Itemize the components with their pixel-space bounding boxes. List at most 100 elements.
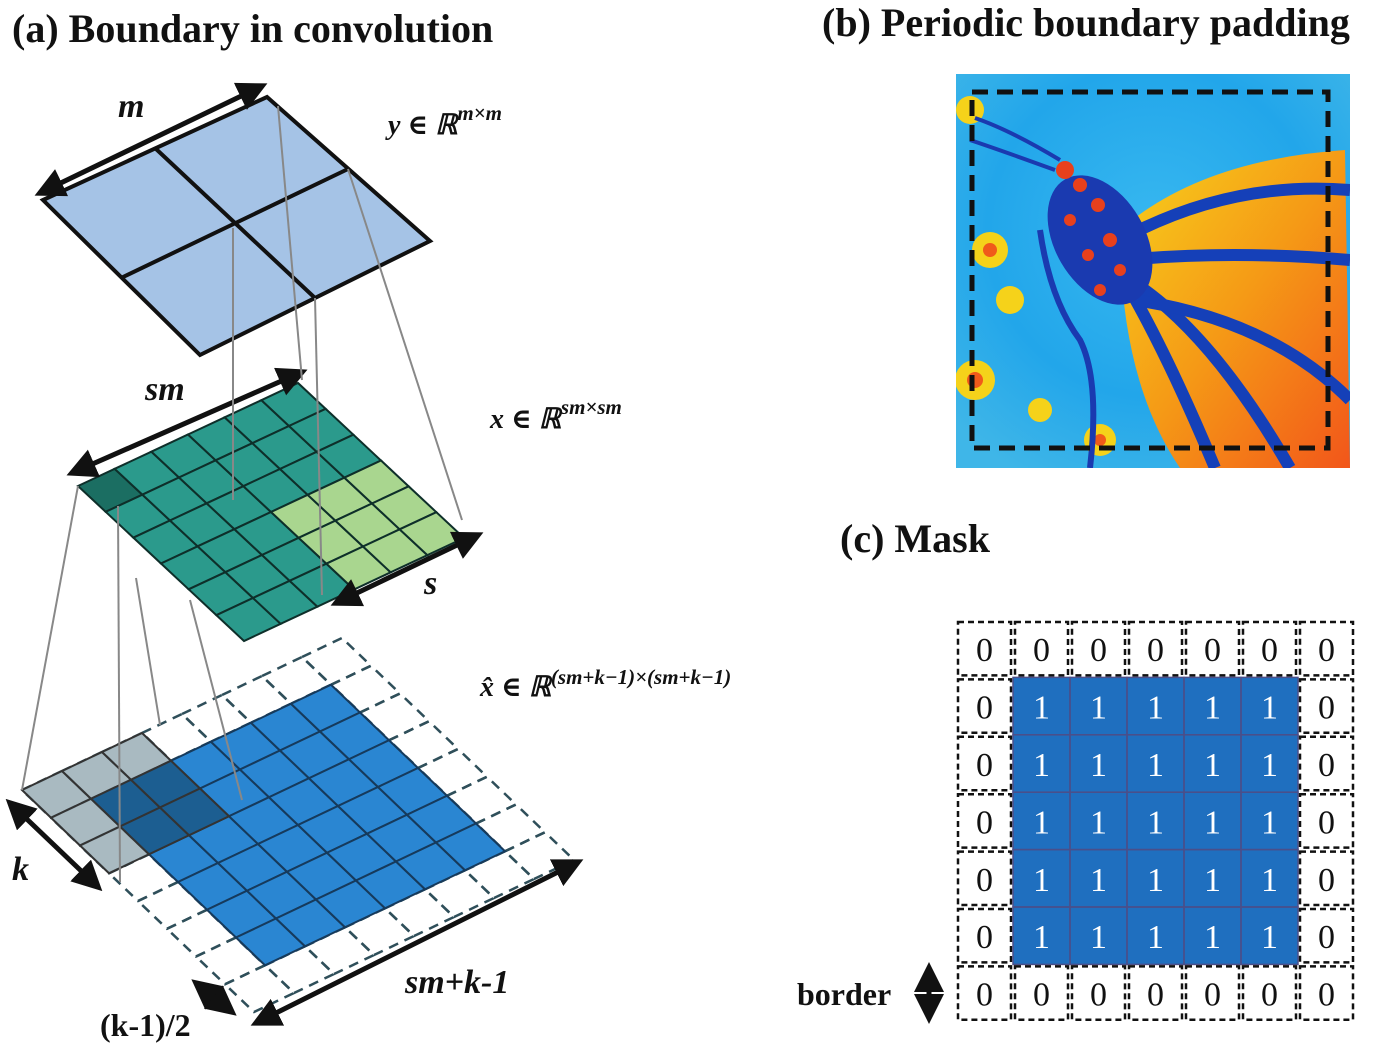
- flower-center: [1094, 434, 1106, 446]
- eq-xhat: x̂ ∈ ℝ(sm+k−1)×(sm+k−1): [479, 665, 731, 703]
- wing-vein: [1117, 182, 1350, 246]
- mask-value: 1: [1261, 804, 1278, 841]
- label-k: k: [12, 851, 29, 888]
- xhat-pad-cell: [135, 880, 210, 931]
- label-m: m: [118, 88, 144, 125]
- mask-value: 0: [1147, 632, 1164, 669]
- mask-value: 1: [1090, 862, 1107, 899]
- mask-value: 0: [1318, 862, 1335, 899]
- smk1-arrow: [250, 859, 584, 1026]
- mask-value: 0: [1318, 804, 1335, 841]
- mask-zero-cell: [956, 965, 1013, 1022]
- body-spot: [1114, 264, 1126, 276]
- mask-value: 0: [1204, 977, 1221, 1014]
- mask-value: 1: [1090, 690, 1107, 727]
- projection-lines-x-xhat: [21, 485, 243, 883]
- mask-value: 0: [976, 747, 993, 784]
- mask-value: 0: [976, 632, 993, 669]
- mask-value: 1: [1204, 804, 1221, 841]
- wing-veins: [1117, 182, 1350, 468]
- projection-lines-y-x: [232, 105, 463, 596]
- periodic-boundary-box: [969, 89, 1331, 451]
- mask-zero-cell: [1298, 965, 1355, 1022]
- body-spot: [1091, 198, 1105, 212]
- body-spot: [1056, 161, 1074, 179]
- mask-value: 0: [1318, 919, 1335, 956]
- butterfly-body: [1047, 175, 1153, 305]
- sm-arrow: [66, 367, 308, 478]
- body-spot: [1082, 249, 1094, 261]
- mask-value: 1: [1033, 804, 1050, 841]
- mask-value: 1: [1033, 690, 1050, 727]
- mask-value: 1: [1033, 747, 1050, 784]
- xhat-pad-cell: [222, 963, 297, 1014]
- xhat-pad-cell: [193, 936, 268, 986]
- mask-value: 1: [1033, 862, 1050, 899]
- xhat-pad-cell: [106, 852, 181, 903]
- mask-zero-cell: [1298, 735, 1355, 792]
- mask-zero-cell: [1070, 620, 1127, 677]
- mask-zero-cell: [1184, 965, 1241, 1022]
- body-spot: [1073, 178, 1087, 192]
- mask-zero-cell: [1184, 620, 1241, 677]
- mask-zero-cell: [956, 907, 1013, 964]
- mask-zero-cell: [956, 850, 1013, 907]
- wing-vein: [1124, 249, 1350, 266]
- mask-value: 0: [1318, 690, 1335, 727]
- eq-x-sup: sm×sm: [560, 395, 622, 419]
- mask-value: 1: [1261, 919, 1278, 956]
- body-spot: [1064, 214, 1076, 226]
- mask-zero-cell: [1298, 850, 1355, 907]
- projection-line: [314, 297, 323, 596]
- mask-value: 0: [976, 977, 993, 1014]
- mask-zero-cell: [1013, 620, 1070, 677]
- wing-vein: [1134, 294, 1350, 405]
- m-arrow: [34, 82, 268, 197]
- mask-value: 1: [1204, 862, 1221, 899]
- flower-blob: [1028, 398, 1052, 422]
- eq-y-sup: m×m: [457, 101, 502, 125]
- projection-line: [277, 105, 303, 381]
- mask-value: 1: [1204, 690, 1221, 727]
- mask-value: 0: [976, 804, 993, 841]
- mask-value: 0: [1147, 977, 1164, 1014]
- k-arrow: [5, 798, 103, 892]
- mask-zero-cell: [1298, 907, 1355, 964]
- eq-xhat-sup: (sm+k−1)×(sm+k−1): [551, 665, 731, 689]
- xhat-pad-cell: [179, 693, 254, 744]
- border-label: border: [797, 976, 891, 1012]
- mask-value: 0: [1033, 977, 1050, 1014]
- label-half: (k-1)/2: [100, 1007, 191, 1043]
- eq-y-base: y ∈ ℝ: [385, 110, 459, 141]
- mask-value: 1: [1261, 862, 1278, 899]
- label-smk1: sm+k-1: [404, 964, 509, 1001]
- label-s: s: [423, 565, 437, 602]
- mask-value: 0: [1318, 632, 1335, 669]
- mask-zero-cell: [1298, 620, 1355, 677]
- mask-value: 0: [1090, 977, 1107, 1014]
- mask-value: 0: [1204, 632, 1221, 669]
- flower-center: [967, 372, 983, 388]
- kernel-cell: [158, 787, 231, 837]
- xhat-pad-cell: [219, 674, 294, 725]
- eq-y: y ∈ ℝm×m: [385, 101, 502, 141]
- mask-zero-cell: [956, 792, 1013, 849]
- mask-value: 1: [1261, 747, 1278, 784]
- mask-zero-cell: [1070, 965, 1127, 1022]
- mask-value: 1: [1033, 919, 1050, 956]
- xhat-pad-cell: [502, 830, 577, 881]
- mask-zero-cell: [1241, 965, 1298, 1022]
- mask-value: 0: [1318, 747, 1335, 784]
- xhat-pad-cell: [299, 636, 374, 687]
- projection-line: [135, 577, 161, 726]
- mask-value: 1: [1147, 747, 1164, 784]
- body-spots: [1056, 161, 1126, 296]
- wing-vein: [1124, 287, 1221, 468]
- mask-zero-cell: [1127, 965, 1184, 1022]
- panel-a-title: (a) Boundary in convolution: [12, 6, 493, 51]
- mask-value: 1: [1090, 804, 1107, 841]
- mask-value: 1: [1147, 690, 1164, 727]
- butterfly-image: [956, 74, 1350, 468]
- mask-ones-region: [1013, 677, 1298, 965]
